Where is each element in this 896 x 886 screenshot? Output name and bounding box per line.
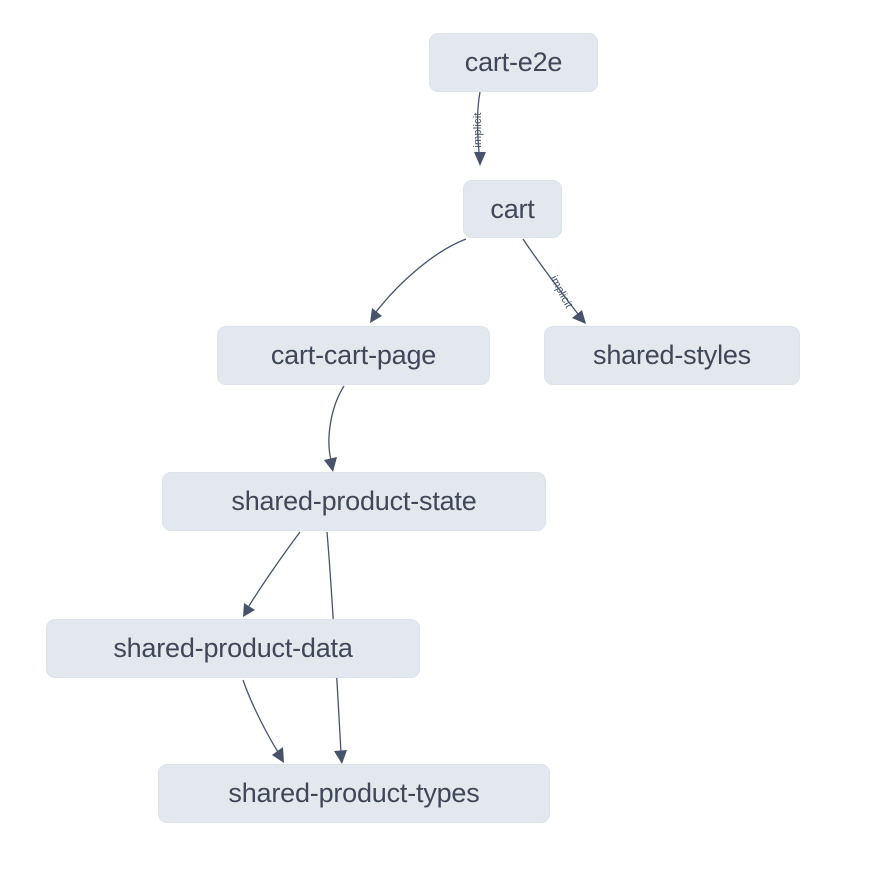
arrowhead-icon: [474, 152, 486, 166]
edge-label-cart-to-shared-styles: implicit: [547, 273, 575, 311]
graph-node-label: shared-product-state: [231, 486, 477, 516]
graph-node-label: shared-product-data: [113, 633, 353, 663]
graph-node-shared-product-state[interactable]: shared-product-state: [162, 472, 546, 531]
graph-node-label: cart-e2e: [464, 47, 563, 77]
graph-edge-cart-cart-page-to-shared-product-state: [324, 385, 345, 472]
arrowhead-icon: [334, 750, 347, 764]
graph-node-label: cart: [490, 193, 535, 224]
edge-label-cart-e2e-to-cart: implicit: [472, 112, 484, 148]
graph-node-cart-cart-page[interactable]: cart-cart-page: [217, 326, 490, 385]
arrowhead-icon: [324, 457, 337, 472]
graph-node-shared-styles[interactable]: shared-styles: [544, 326, 800, 385]
graph-edge-shared-product-data-to-shared-product-types: [242, 679, 284, 763]
graph-edge-cart-to-shared-styles: [522, 238, 586, 324]
arrowhead-icon: [572, 310, 586, 324]
graph-node-label: cart-cart-page: [270, 340, 437, 370]
graph-edge-cart-e2e-to-cart: [474, 91, 486, 166]
graph-node-shared-product-types[interactable]: shared-product-types: [158, 764, 550, 823]
graph-node-label: shared-styles: [593, 340, 751, 370]
graph-node-label: shared-product-types: [228, 778, 480, 808]
arrowhead-icon: [370, 308, 382, 323]
graph-node-cart[interactable]: cart: [463, 180, 562, 238]
graph-edge-cart-to-cart-cart-page: [370, 238, 467, 323]
arrowhead-icon: [272, 747, 284, 763]
graph-node-shared-product-data[interactable]: shared-product-data: [46, 619, 420, 678]
graph-node-cart-e2e[interactable]: cart-e2e: [429, 33, 598, 92]
arrowhead-icon: [243, 603, 255, 617]
graph-edge-shared-product-state-to-shared-product-data: [243, 531, 301, 617]
